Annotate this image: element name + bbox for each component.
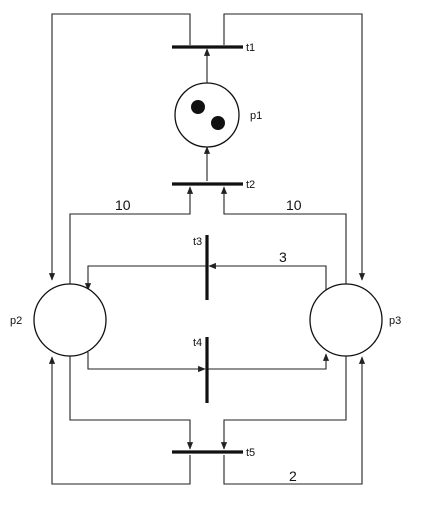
token	[191, 100, 205, 114]
weight-label-t2-p2: 10	[115, 197, 131, 213]
arc-t5-p2	[48, 356, 191, 485]
arc-p3-t3	[208, 262, 327, 290]
token	[211, 116, 225, 130]
place-p1	[174, 82, 240, 148]
weight-label-t2-p3: 10	[286, 197, 302, 213]
weight-label-p3-t5: 2	[289, 468, 297, 484]
arc-t1-p2	[48, 13, 191, 281]
arc-t5-p3	[223, 356, 366, 485]
arc-p2-t2	[69, 186, 194, 285]
arc-t1-p3	[223, 13, 366, 281]
transition-label-t3: t3	[193, 236, 202, 248]
place-label-p1: p1	[250, 110, 262, 122]
transition-label-t5: t5	[246, 447, 255, 459]
arc-p3-t2	[220, 186, 347, 285]
weight-label-p3-t3: 3	[279, 249, 287, 265]
transition-label-t1: t1	[246, 42, 255, 54]
transition-label-t4: t4	[193, 337, 202, 349]
arc-p2-t4	[87, 352, 206, 373]
place-label-p2: p2	[10, 315, 22, 327]
place-p3	[309, 283, 383, 357]
place-p2	[33, 283, 107, 357]
arc-p2-t5	[69, 356, 194, 450]
arc-t4-p3	[207, 353, 330, 370]
arc-p3-t5	[220, 356, 347, 450]
transition-label-t2: t2	[246, 179, 255, 191]
arc-t3-p2	[84, 265, 207, 291]
place-label-p3: p3	[389, 315, 401, 327]
